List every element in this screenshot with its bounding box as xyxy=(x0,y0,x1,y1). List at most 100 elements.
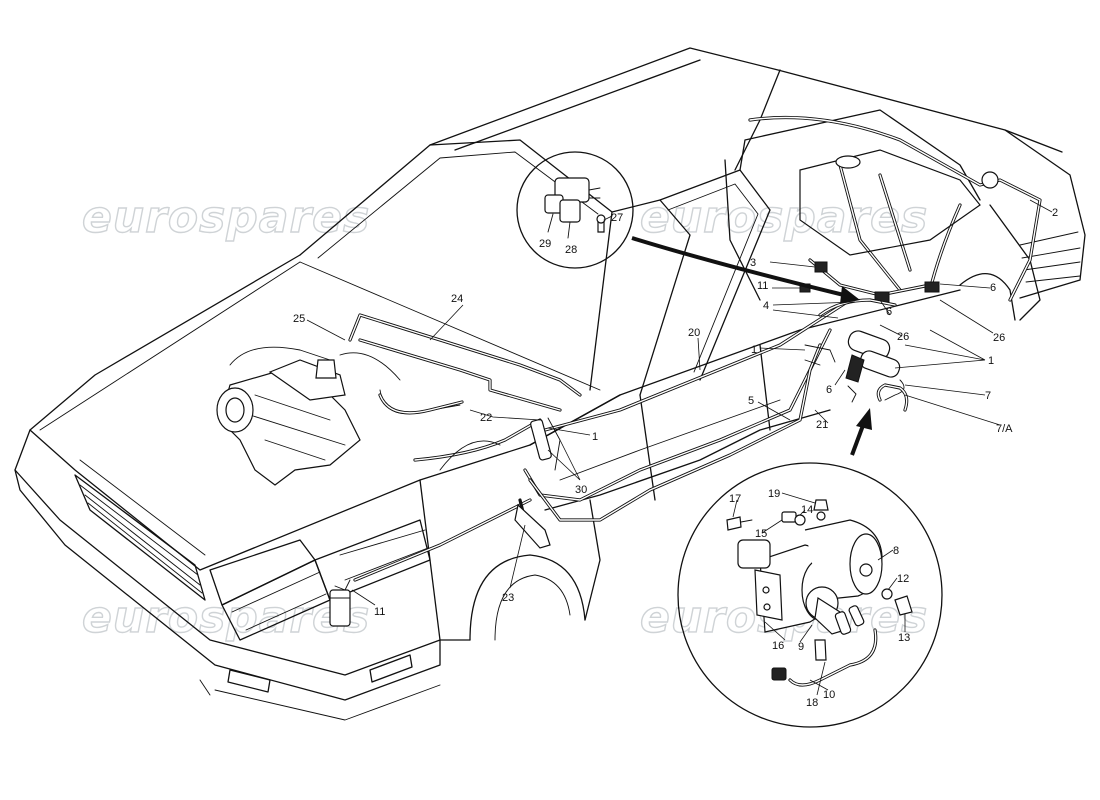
pump-inlet xyxy=(737,539,771,569)
callout-27: 27 xyxy=(611,212,623,224)
bracket-16 xyxy=(754,569,783,621)
watermark-top-left: eurospares xyxy=(82,192,370,243)
connector-3 xyxy=(814,261,828,273)
fuel-line-24b xyxy=(358,338,562,412)
door-window-frame xyxy=(659,169,771,381)
side-crease xyxy=(559,399,781,481)
detail-bubble-top xyxy=(516,151,634,269)
roof-inner-line xyxy=(454,59,701,151)
callout-6-mid: 6 xyxy=(886,306,892,318)
fuel-lines xyxy=(329,115,1042,627)
callout-1-right: 1 xyxy=(988,355,994,367)
door-cut-rear xyxy=(759,344,771,431)
front-wheel-arch-inner xyxy=(494,574,571,641)
callout-11-rear: 11 xyxy=(757,280,768,292)
callout-29: 29 xyxy=(539,238,551,250)
front-bumper xyxy=(14,469,441,701)
callout-5: 5 xyxy=(748,395,754,407)
callout-7a: 7/A xyxy=(996,423,1013,435)
callout-26-right: 26 xyxy=(993,332,1005,344)
callout-26-mid: 26 xyxy=(897,331,909,343)
fuel-line-21 xyxy=(523,328,832,502)
front-turn-signal-left xyxy=(227,669,271,693)
callout-17: 17 xyxy=(729,493,741,505)
callout-9: 9 xyxy=(798,641,804,653)
windshield-outline xyxy=(299,139,613,391)
door-window-inner xyxy=(667,183,759,373)
callout-24: 24 xyxy=(451,293,463,305)
lower-bracket xyxy=(514,503,551,549)
hood-outline xyxy=(29,254,621,571)
hood-edge xyxy=(39,261,301,556)
nut-15 xyxy=(781,511,797,523)
tail-light xyxy=(1019,231,1081,283)
leader-lines xyxy=(306,199,1053,696)
grille xyxy=(74,474,206,601)
headlights xyxy=(209,519,431,641)
callout-22: 22 xyxy=(480,412,492,424)
pressure-regulator xyxy=(315,359,337,379)
fuel-pump-assembly-installed xyxy=(804,298,909,412)
callout-30: 30 xyxy=(575,484,587,496)
watermark-top-right: eurospares xyxy=(640,192,928,243)
callout-21: 21 xyxy=(816,419,828,431)
engine-assembly xyxy=(216,346,464,486)
callout-11-front: 11 xyxy=(374,606,385,618)
filler-neck xyxy=(981,171,999,189)
detail-circle-bottom xyxy=(677,462,943,728)
screw-18 xyxy=(814,639,827,661)
engine-bay-filter xyxy=(530,418,552,461)
screw-17 xyxy=(726,516,742,531)
callout-13: 13 xyxy=(898,632,910,644)
front-turn-signal-right xyxy=(369,654,413,683)
fuel-sender xyxy=(835,155,861,169)
front-wheel-arch xyxy=(469,554,586,641)
detail-bubble-bottom xyxy=(677,462,943,728)
callout-15: 15 xyxy=(755,528,767,540)
callout-20: 20 xyxy=(688,327,700,339)
callout-3: 3 xyxy=(750,257,756,269)
callout-2: 2 xyxy=(1052,207,1058,219)
charcoal-canister xyxy=(329,589,351,627)
arrow-top-head xyxy=(840,286,860,304)
arrow-bottom-head xyxy=(856,408,872,430)
callout-18: 18 xyxy=(806,697,818,709)
rear-wheel-arch xyxy=(959,272,1016,321)
bumper-lower xyxy=(199,679,441,721)
callout-25: 25 xyxy=(293,313,305,325)
callout-16: 16 xyxy=(772,640,784,652)
callout-6-low: 6 xyxy=(826,384,832,396)
roof-outline xyxy=(429,47,1063,153)
cowl-line xyxy=(299,261,601,391)
callout-12: 12 xyxy=(897,573,909,585)
callout-19: 19 xyxy=(768,488,780,500)
fuel-tank xyxy=(799,149,981,256)
fuel-line-24 xyxy=(348,313,582,397)
callout-1-mid: 1 xyxy=(751,344,757,356)
rear-quarter xyxy=(724,159,1041,321)
door-cut-front xyxy=(639,394,656,501)
washer-12 xyxy=(881,588,893,600)
callout-23: 23 xyxy=(502,592,514,604)
connector-6-right xyxy=(924,281,940,293)
vacuum-hoses xyxy=(229,346,401,381)
callout-6-right: 6 xyxy=(990,282,996,294)
callout-7: 7 xyxy=(985,390,991,402)
harness-plug xyxy=(771,667,787,681)
detail-circle-top xyxy=(516,151,634,269)
callout-8: 8 xyxy=(893,545,899,557)
fitting-13 xyxy=(894,595,913,616)
fuel-line-11-front xyxy=(353,498,532,582)
washer-14 xyxy=(794,514,806,526)
callout-14: 14 xyxy=(801,504,813,516)
fuel-line-20 xyxy=(543,298,852,432)
watermark-bottom-left: eurospares xyxy=(82,592,370,643)
callout-1-front: 1 xyxy=(592,431,598,443)
callout-10: 10 xyxy=(823,689,835,701)
callout-4: 4 xyxy=(763,300,769,312)
callout-labels: 24 25 20 5 21 3 11 4 1 2 6 26 1 7 7/A 6 … xyxy=(293,207,1058,709)
a-pillar xyxy=(611,199,691,396)
arrow-top-bubble xyxy=(631,236,849,298)
